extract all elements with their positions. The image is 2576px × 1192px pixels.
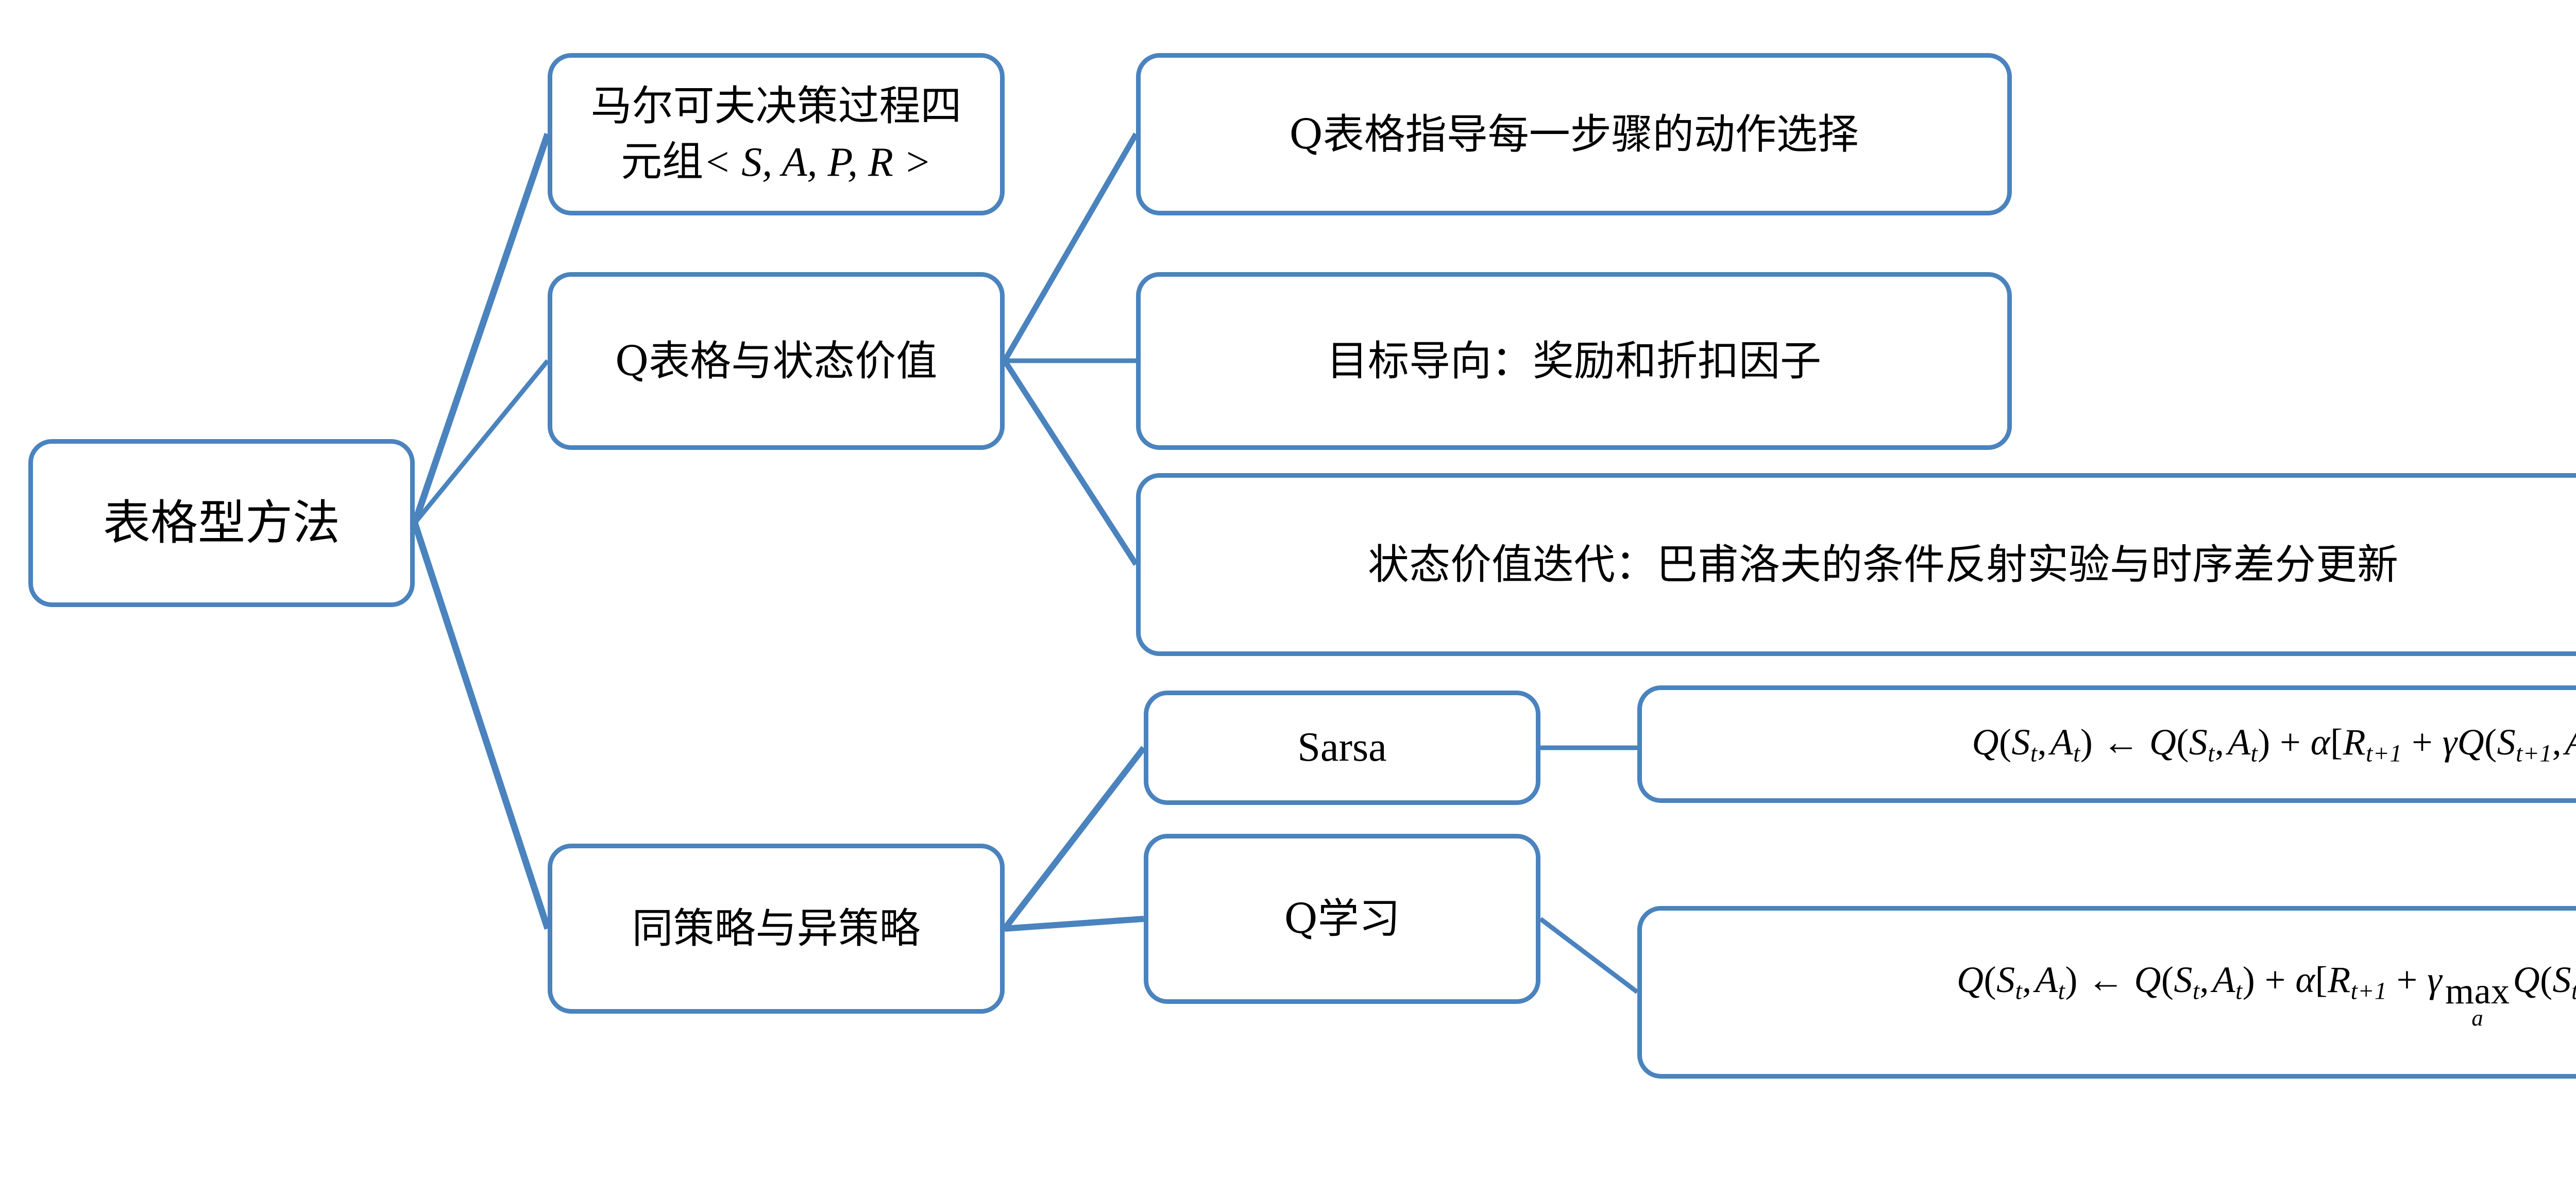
edge-policy-to-qlearning <box>1004 916 1144 932</box>
node-mdp-tuple: < S, A, P, R > <box>703 139 931 185</box>
node-markov-decision-process[interactable]: 马尔可夫决策过程四 元组< S, A, P, R > <box>548 53 1005 215</box>
node-state-value-iteration[interactable]: 状态价值迭代：巴甫洛夫的条件反射实验与时序差分更新 <box>1136 473 2576 656</box>
edge-policy-to-sarsa <box>1002 746 1146 931</box>
node-goal-reward-discount[interactable]: 目标导向：奖励和折扣因子 <box>1136 272 2012 450</box>
node-q-learning[interactable]: Q学习 <box>1144 834 1540 1004</box>
node-qlearning-label: Q学习 <box>1284 895 1400 943</box>
node-on-off-policy[interactable]: 同策略与异策略 <box>548 844 1005 1014</box>
node-qtable-state-value[interactable]: Q表格与状态价值 <box>548 272 1005 450</box>
node-mdp-label: 马尔可夫决策过程四 元组< S, A, P, R > <box>564 79 989 190</box>
edge-root-to-mdp <box>411 132 551 525</box>
node-sarsa-label: Sarsa <box>1297 725 1387 770</box>
node-root-label: 表格型方法 <box>103 495 340 551</box>
edge-root-to-qtable <box>413 359 550 525</box>
node-sarsa-equation[interactable]: Q(St, At) ← Q(St, At) + α[Rt+1 + γQ(St+1… <box>1637 685 2576 803</box>
node-mdp-text: 马尔可夫决策过程四 元组 <box>590 81 962 186</box>
node-guide-label: Q表格指导每一步骤的动作选择 <box>1289 110 1859 158</box>
edge-qtable-to-guide <box>1002 132 1139 362</box>
node-goal-label: 目标导向：奖励和折扣因子 <box>1327 337 1821 385</box>
node-root[interactable]: 表格型方法 <box>28 439 415 607</box>
sarsa-equation-text: Q(St, At) ← Q(St, At) + α[Rt+1 + γQ(St+1… <box>1972 721 2576 767</box>
node-qtable-label: Q表格与状态价值 <box>615 337 938 385</box>
edge-qlearning-to-qlearning-equation <box>1539 917 1639 994</box>
node-sarsa[interactable]: Sarsa <box>1144 691 1540 805</box>
edge-root-to-policy <box>411 522 551 930</box>
node-value-iteration-label: 状态价值迭代：巴甫洛夫的条件反射实验与时序差分更新 <box>1368 540 2398 589</box>
node-action-selection-guide[interactable]: Q表格指导每一步骤的动作选择 <box>1136 53 2012 215</box>
edge-qtable-to-value-iteration <box>1002 359 1139 566</box>
node-policy-label: 同策略与异策略 <box>632 904 921 953</box>
